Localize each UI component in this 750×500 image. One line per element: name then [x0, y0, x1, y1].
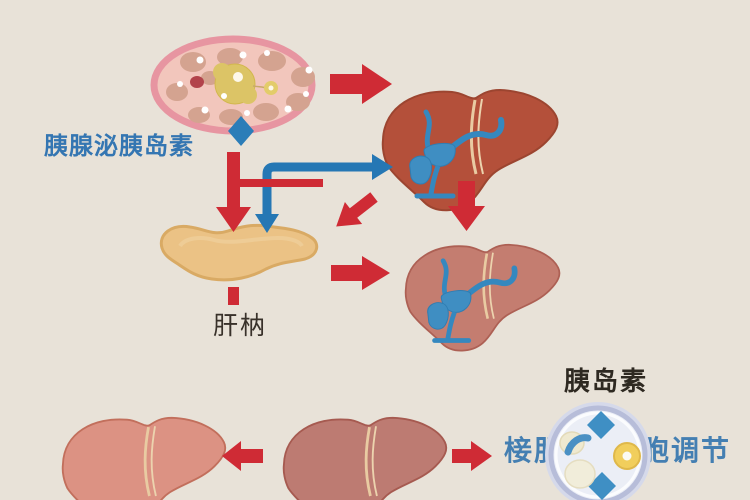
liver-medium-middle-right — [404, 243, 561, 352]
pancreatic-islet-illustration — [150, 35, 316, 135]
insulin-molecule-icon — [587, 411, 615, 439]
arrow-bottom-right — [452, 441, 492, 471]
arrow-islet-down-to-pancreas — [216, 152, 251, 232]
vesicle-cream — [564, 459, 596, 489]
insulin-molecule-icon — [588, 472, 616, 500]
islet-granules — [177, 50, 313, 116]
arrow-pancreas-to-liver — [331, 256, 390, 290]
arrow-bottom-left — [222, 441, 263, 471]
liver-pink-bottom-left — [61, 416, 227, 500]
label-cell-caption-right: 胞调节 — [641, 434, 732, 467]
vesicle-yellow-core — [622, 451, 632, 461]
insulin-molecule-icon — [228, 116, 254, 146]
red-stub-below-pancreas — [228, 287, 239, 305]
liver-mauve-bottom-middle — [282, 416, 448, 500]
pancreas-illustration — [159, 223, 319, 282]
label-insulin: 胰岛素 — [564, 367, 649, 397]
alpha-cell — [190, 76, 204, 88]
blue-crescent-icon — [564, 434, 592, 456]
label-pancreas-secretes-insulin: 胰腺泌胰岛素 — [44, 132, 194, 160]
islet-cell-circle — [545, 402, 651, 500]
arrow-liver-to-pancreas-diagonal — [336, 192, 378, 227]
label-liver: 肝枘 — [213, 311, 268, 340]
arrow-liver-down — [448, 181, 485, 231]
red-branch-line — [227, 179, 323, 187]
arrow-islet-to-liver — [330, 64, 392, 104]
blue-elbow-arrow — [255, 154, 393, 233]
red-arrows — [216, 64, 492, 471]
